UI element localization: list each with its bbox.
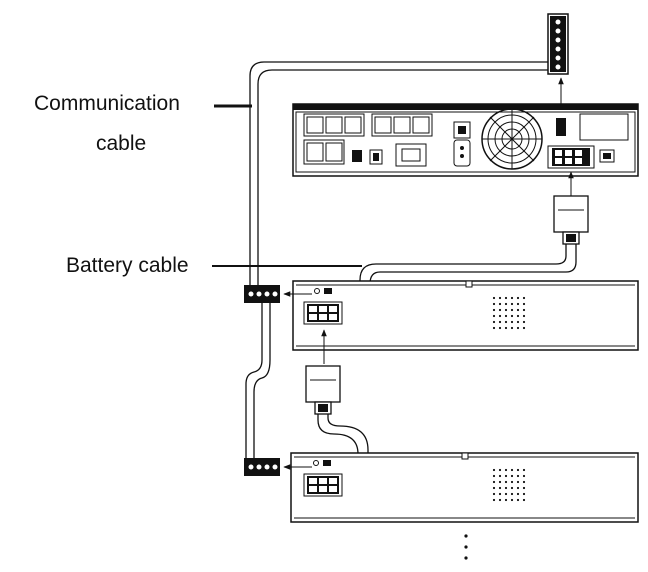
continuation-dots bbox=[464, 534, 468, 560]
battery-cable-2 bbox=[317, 414, 369, 490]
battery-pack-2-vent bbox=[492, 468, 526, 502]
battery-cable-1 bbox=[359, 244, 577, 322]
battery-pack-1 bbox=[292, 280, 639, 351]
breaker-switch bbox=[352, 149, 383, 165]
communication-cable bbox=[249, 61, 548, 292]
fan-grille bbox=[481, 108, 543, 170]
ups-communication-terminal bbox=[547, 13, 569, 75]
inter-pack-communication-cable bbox=[245, 302, 271, 460]
battery-cable-label: Battery cable bbox=[66, 254, 189, 277]
ups-battery-connector bbox=[547, 145, 595, 169]
pack-1-communication-terminal bbox=[244, 285, 280, 303]
battery-cable-1-plug bbox=[553, 195, 589, 245]
comm-port bbox=[453, 121, 471, 167]
outlet-group-2 bbox=[371, 113, 433, 167]
communication-cable-label-line1: Communication bbox=[34, 92, 180, 115]
outlet-group-1 bbox=[303, 113, 365, 165]
battery-cable-2-plug bbox=[305, 365, 341, 415]
battery-pack-2 bbox=[290, 452, 639, 523]
ups-unit bbox=[292, 103, 639, 177]
battery-pack-1-vent bbox=[492, 296, 526, 330]
ups-comm-slot bbox=[556, 118, 566, 136]
communication-cable-label-line2: cable bbox=[96, 132, 147, 155]
pack-2-communication-terminal bbox=[244, 458, 280, 476]
